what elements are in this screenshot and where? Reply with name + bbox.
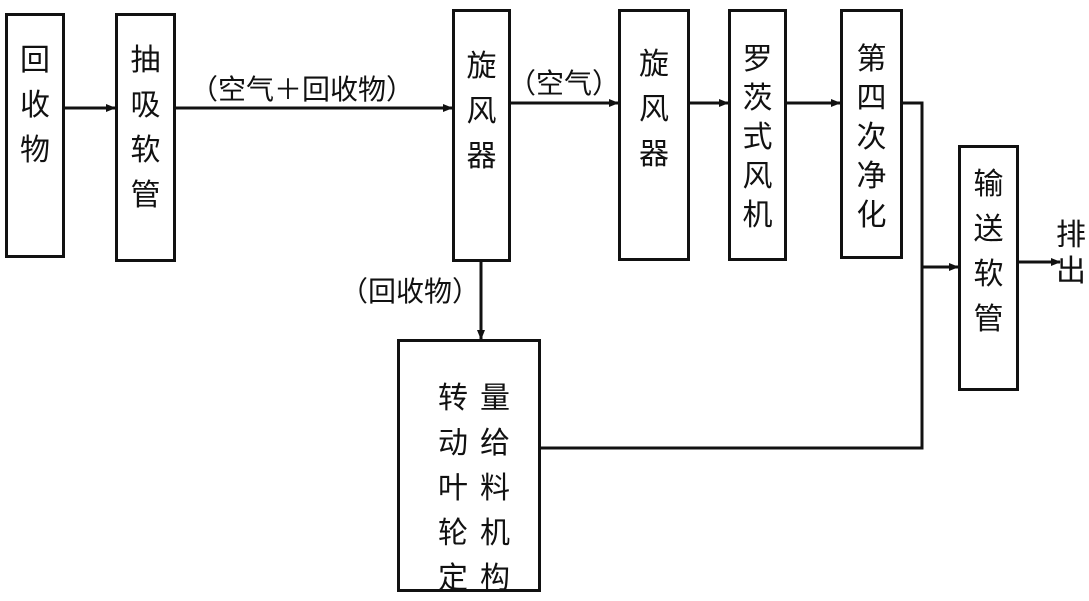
edge-label-air: （空气） xyxy=(508,67,621,100)
char: 软 xyxy=(130,133,161,168)
char: 送 xyxy=(973,212,1004,247)
node-feeder: 转动叶轮定 量给料机构 xyxy=(397,339,541,596)
node-suction-hose-label: 抽吸软管 xyxy=(118,38,173,218)
char: 罗 xyxy=(742,42,773,77)
edge-label-air-recovered: （空气＋回收物） xyxy=(190,73,415,106)
char: 排 xyxy=(1056,218,1086,253)
char: 风 xyxy=(639,92,669,127)
char: 回 xyxy=(20,43,50,78)
char: 风 xyxy=(742,159,773,194)
char: 机 xyxy=(480,516,510,551)
char: 轮 xyxy=(438,516,468,551)
char: 料 xyxy=(480,471,510,506)
node-cyclone-1: 旋风器 xyxy=(452,9,511,262)
edge-feeder-to-conveyor xyxy=(541,267,924,450)
char: 抽 xyxy=(130,43,161,78)
char: 输 xyxy=(973,167,1004,202)
node-roots-blower: 罗茨式风机 xyxy=(728,9,787,261)
char: 旋 xyxy=(466,49,497,84)
node-conveying-hose-label: 输送软管 xyxy=(961,162,1016,342)
feeder-col-right: 量给料机构 xyxy=(475,376,515,601)
char: 次 xyxy=(856,120,887,155)
char: 转 xyxy=(438,381,468,416)
char: 给 xyxy=(480,426,510,461)
char: 物 xyxy=(20,133,50,168)
char: 式 xyxy=(742,120,773,155)
char: 第 xyxy=(856,42,887,77)
char: 旋 xyxy=(639,47,669,82)
char: 器 xyxy=(466,139,497,174)
node-discharge-label: 排出 xyxy=(1055,218,1087,290)
char: 净 xyxy=(856,159,887,194)
char: 化 xyxy=(856,198,887,233)
edge-label-recovered: （回收物） xyxy=(340,275,481,308)
char: 构 xyxy=(480,561,510,596)
char: 定 xyxy=(438,561,468,596)
char: 茨 xyxy=(742,81,773,116)
char: 吸 xyxy=(130,88,161,123)
edge-purify-to-conveyor xyxy=(903,101,959,271)
char: 风 xyxy=(466,94,497,129)
node-fourth-purification: 第四次净化 xyxy=(840,9,903,259)
char: 器 xyxy=(639,137,669,172)
node-recovered: 回收物 xyxy=(5,13,65,258)
node-cyclone-2: 旋风器 xyxy=(618,9,690,261)
node-cyclone-1-label: 旋风器 xyxy=(455,44,508,179)
node-suction-hose: 抽吸软管 xyxy=(115,13,176,262)
node-cyclone-2-label: 旋风器 xyxy=(621,42,687,177)
char: 量 xyxy=(480,381,510,416)
char: 四 xyxy=(856,81,887,116)
char: 软 xyxy=(973,257,1004,292)
char: 叶 xyxy=(438,471,468,506)
char: 管 xyxy=(973,302,1004,337)
char: 动 xyxy=(438,426,468,461)
char: 收 xyxy=(20,88,50,123)
node-roots-blower-label: 罗茨式风机 xyxy=(731,40,784,235)
char: 出 xyxy=(1056,254,1086,289)
feeder-col-left: 转动叶轮定 xyxy=(433,376,473,601)
char: 管 xyxy=(130,178,161,213)
node-fourth-purification-label: 第四次净化 xyxy=(843,40,900,235)
node-conveying-hose: 输送软管 xyxy=(958,145,1019,391)
char: 机 xyxy=(742,198,773,233)
node-recovered-label: 回收物 xyxy=(8,38,62,173)
